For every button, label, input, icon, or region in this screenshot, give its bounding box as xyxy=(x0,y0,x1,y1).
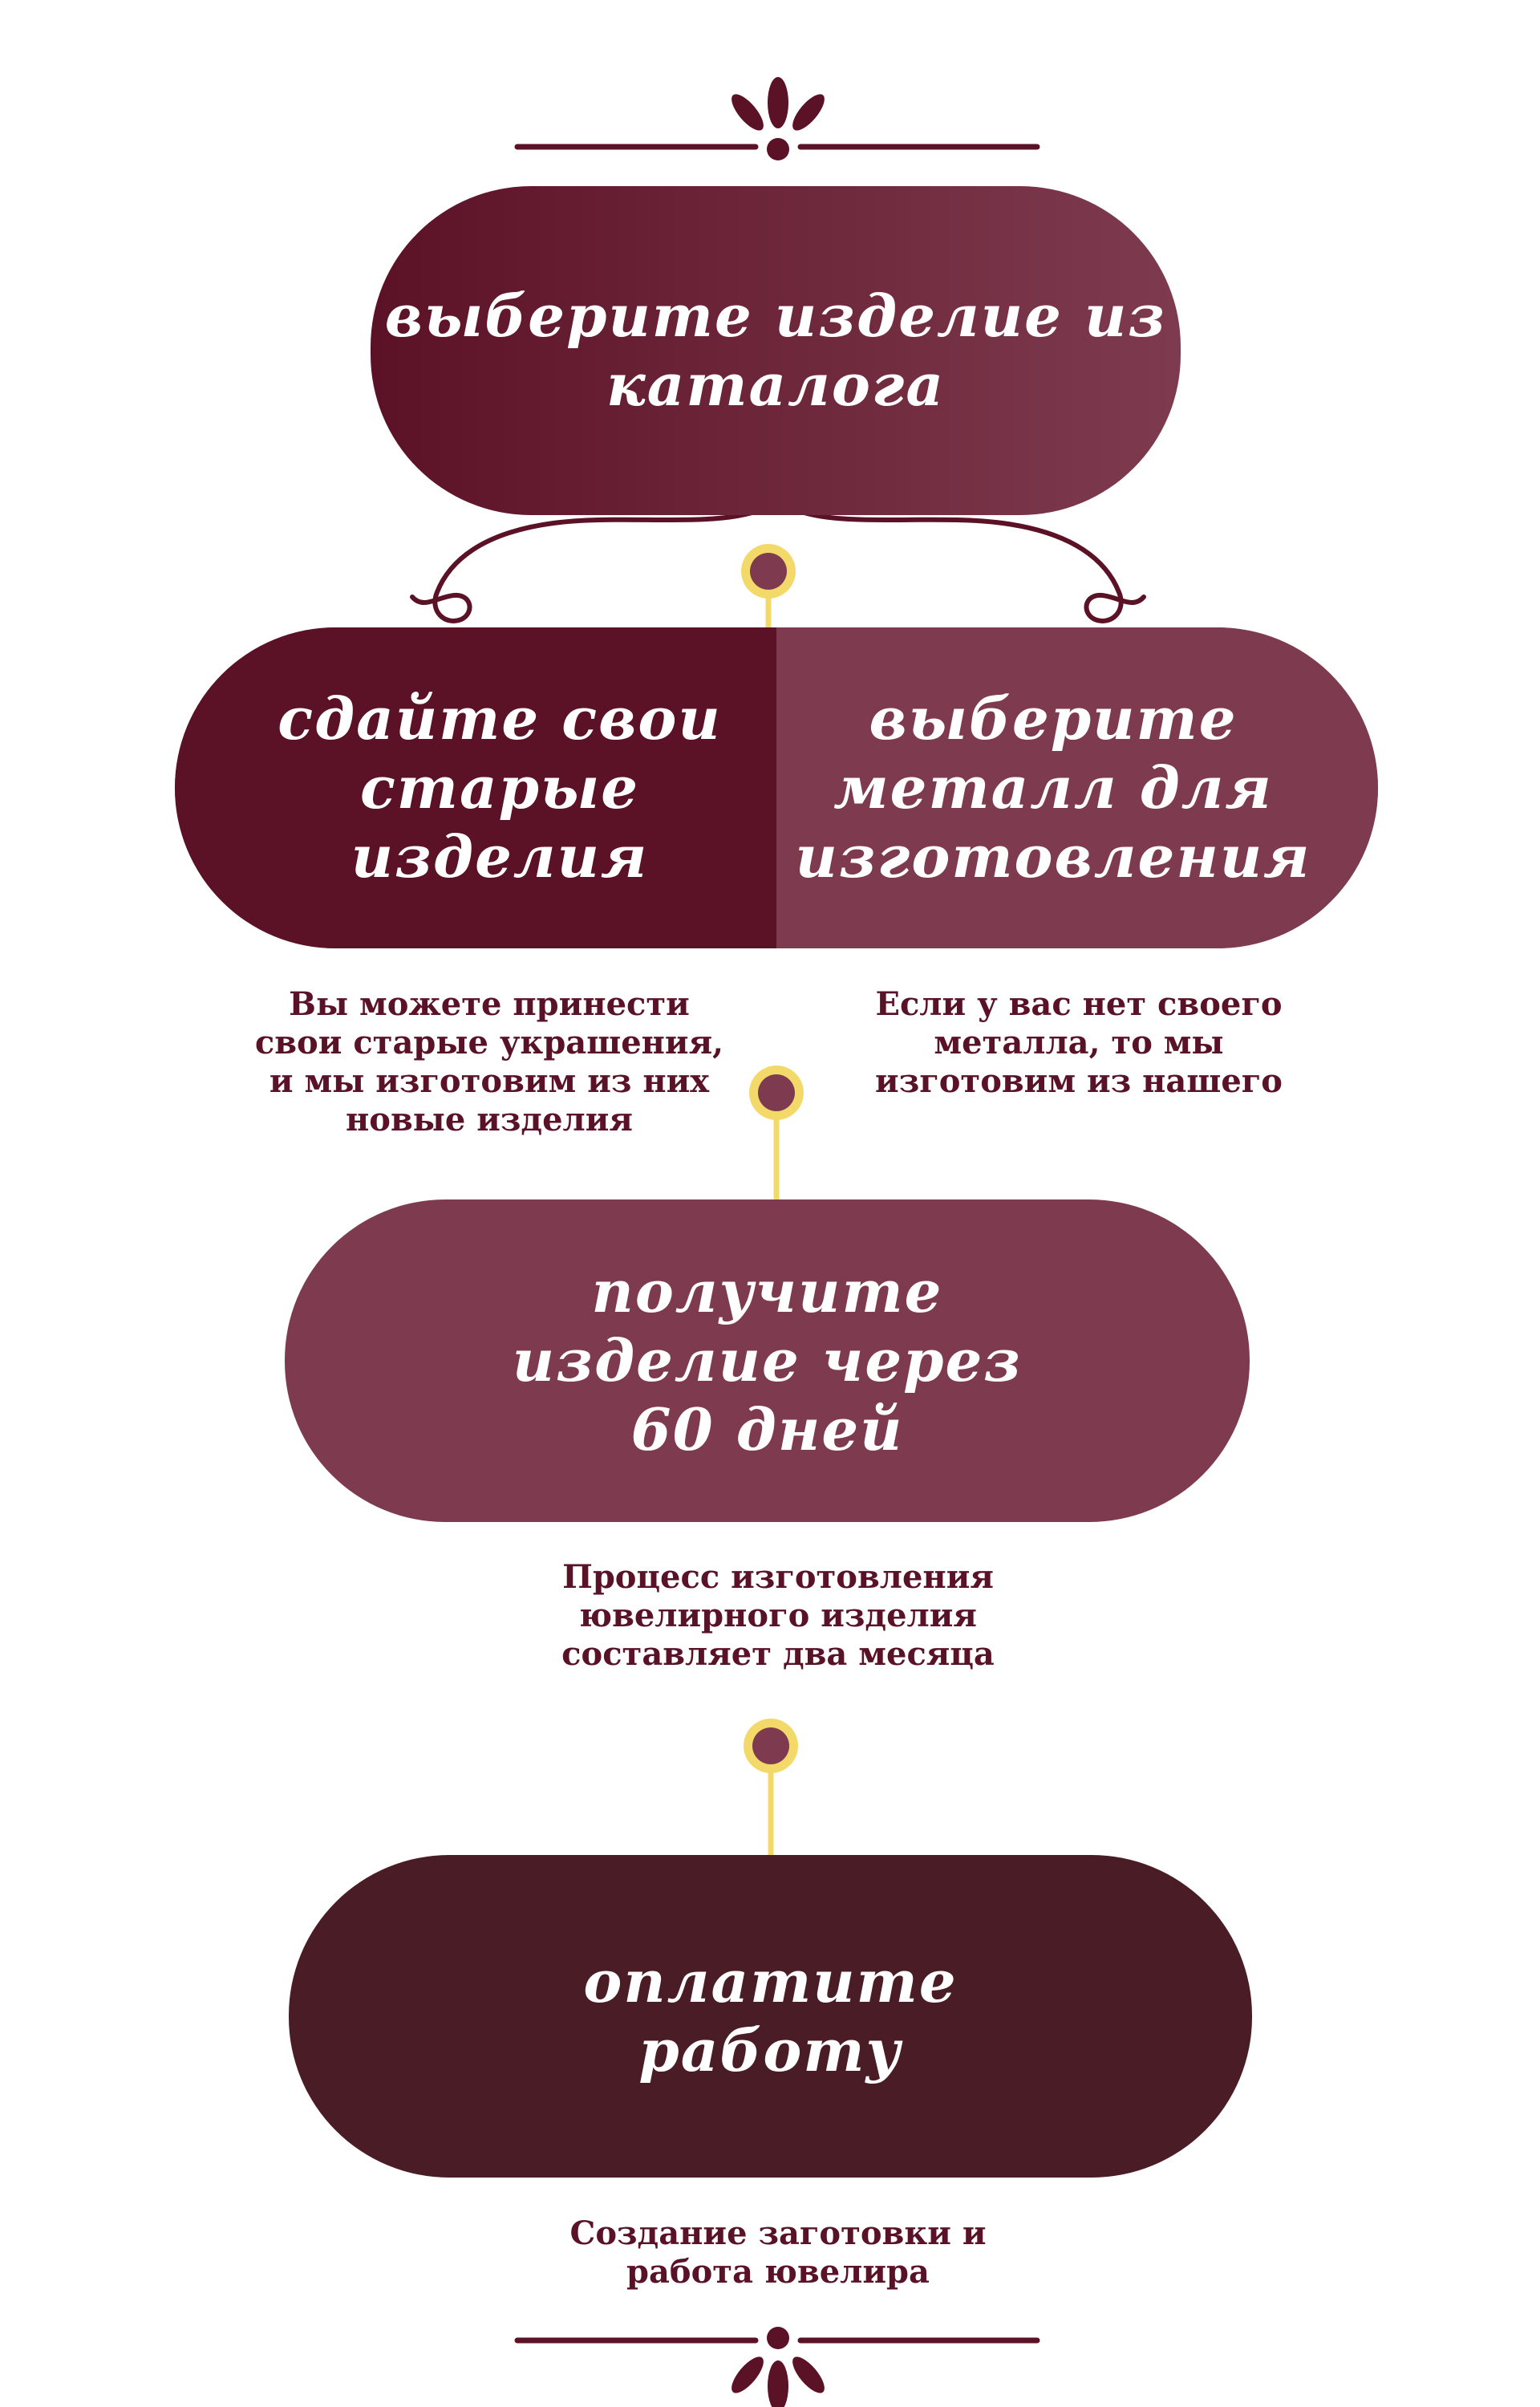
step-metal-split-pill: сдайте свои старые изделия выберите мета… xyxy=(175,627,1378,948)
step-receive-title: получите изделие через 60 дней xyxy=(512,1257,1023,1463)
step-payment-note: Создание заготовки и работа ювелира xyxy=(569,2214,987,2291)
step-choose-metal-half: выберите металл для изготовления xyxy=(776,627,1378,948)
step-receive-pill: получите изделие через 60 дней xyxy=(285,1199,1250,1522)
step-payment-title: оплатите работу xyxy=(583,1947,958,2084)
ornament-top-icon xyxy=(514,77,1040,160)
step-catalog-title: выберите изделие из каталога xyxy=(384,282,1167,419)
flourish-scroll-icon xyxy=(410,505,1146,623)
step-catalog-pill: выберите изделие из каталога xyxy=(371,186,1181,515)
step-choose-metal-title: выберите металл для изготовления xyxy=(795,684,1311,891)
step-receive-note: Процесс изготовления ювелирного изделия … xyxy=(561,1558,995,1673)
ornament-bottom-icon xyxy=(514,2327,1040,2407)
connector-dot-icon xyxy=(741,544,796,634)
step-choose-metal-note: Если у вас нет своего металла, то мы изг… xyxy=(875,985,1283,1100)
step-old-items-title: сдайте свои старые изделия xyxy=(278,684,722,891)
step-old-items-note: Вы можете принести свои старые украшения… xyxy=(254,985,724,1139)
connector-dot-icon xyxy=(744,1719,798,1857)
step-payment-pill: оплатите работу xyxy=(289,1855,1252,2178)
connector-dot-icon xyxy=(749,1065,804,1204)
step-old-items-half: сдайте свои старые изделия xyxy=(175,627,776,948)
